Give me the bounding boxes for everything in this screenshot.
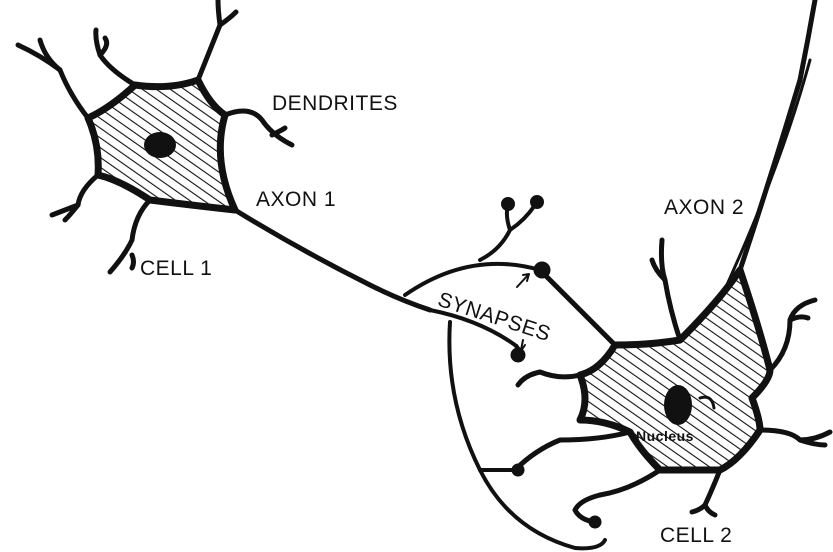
label-axon-1: AXON 1: [256, 188, 337, 211]
label-dendrites: DENDRITES: [272, 92, 398, 115]
label-axon-2: AXON 2: [664, 196, 745, 219]
synapse-knob-mid: [510, 347, 526, 363]
cell-1-nucleus: [144, 132, 176, 158]
cell-2-nucleus: [664, 385, 692, 425]
synapse-arrows: [516, 273, 530, 352]
cell-1-body: [84, 76, 239, 214]
axon-2: [737, 0, 818, 273]
axon-1-terminals: [403, 195, 607, 551]
label-cell-2: CELL 2: [660, 524, 733, 547]
cell-2-dendrites: [512, 237, 833, 525]
label-nucleus: Nucleus: [636, 428, 694, 444]
label-cell-1: CELL 1: [140, 257, 213, 280]
axon-1: [232, 207, 433, 313]
cell-1-dendrites: [15, 0, 295, 275]
